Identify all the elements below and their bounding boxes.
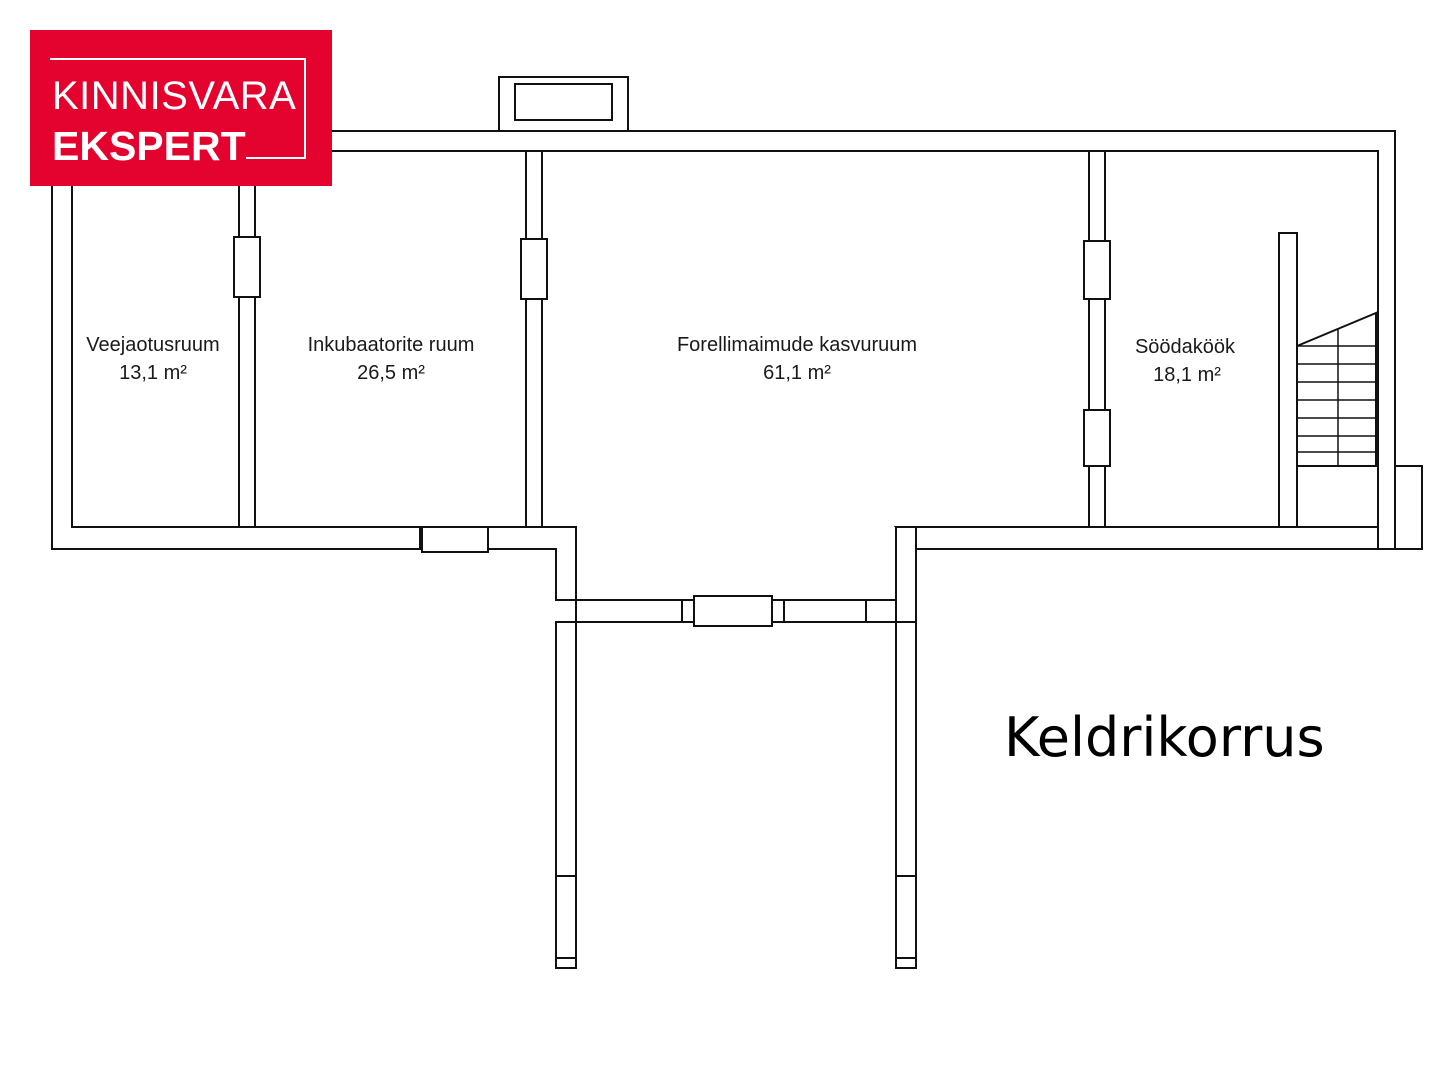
floor-title: Keldrikorrus	[1004, 706, 1325, 769]
outer-walls	[51, 76, 1423, 623]
room-name: Forellimaimude kasvuruum	[677, 334, 917, 356]
logo-frame	[50, 58, 306, 159]
logo-text-line1: KINNISVARA	[52, 74, 297, 118]
room-area: 26,5 m²	[357, 362, 425, 384]
company-logo: KINNISVARA EKSPERT	[30, 30, 332, 186]
room-area: 61,1 m²	[763, 362, 831, 384]
corridor-walls	[555, 595, 917, 969]
room-area: 13,1 m²	[119, 362, 187, 384]
logo-text-line2: EKSPERT	[52, 123, 246, 169]
staircase	[1296, 311, 1377, 467]
room-name: Söödaköök	[1135, 336, 1236, 358]
room-name: Inkubaatorite ruum	[308, 334, 475, 356]
room-labels: Veejaotusruum 13,1 m² Inkubaatorite ruum…	[86, 334, 1236, 386]
doors	[233, 236, 1111, 553]
room-name: Veejaotusruum	[86, 334, 219, 356]
room-area: 18,1 m²	[1153, 364, 1221, 386]
